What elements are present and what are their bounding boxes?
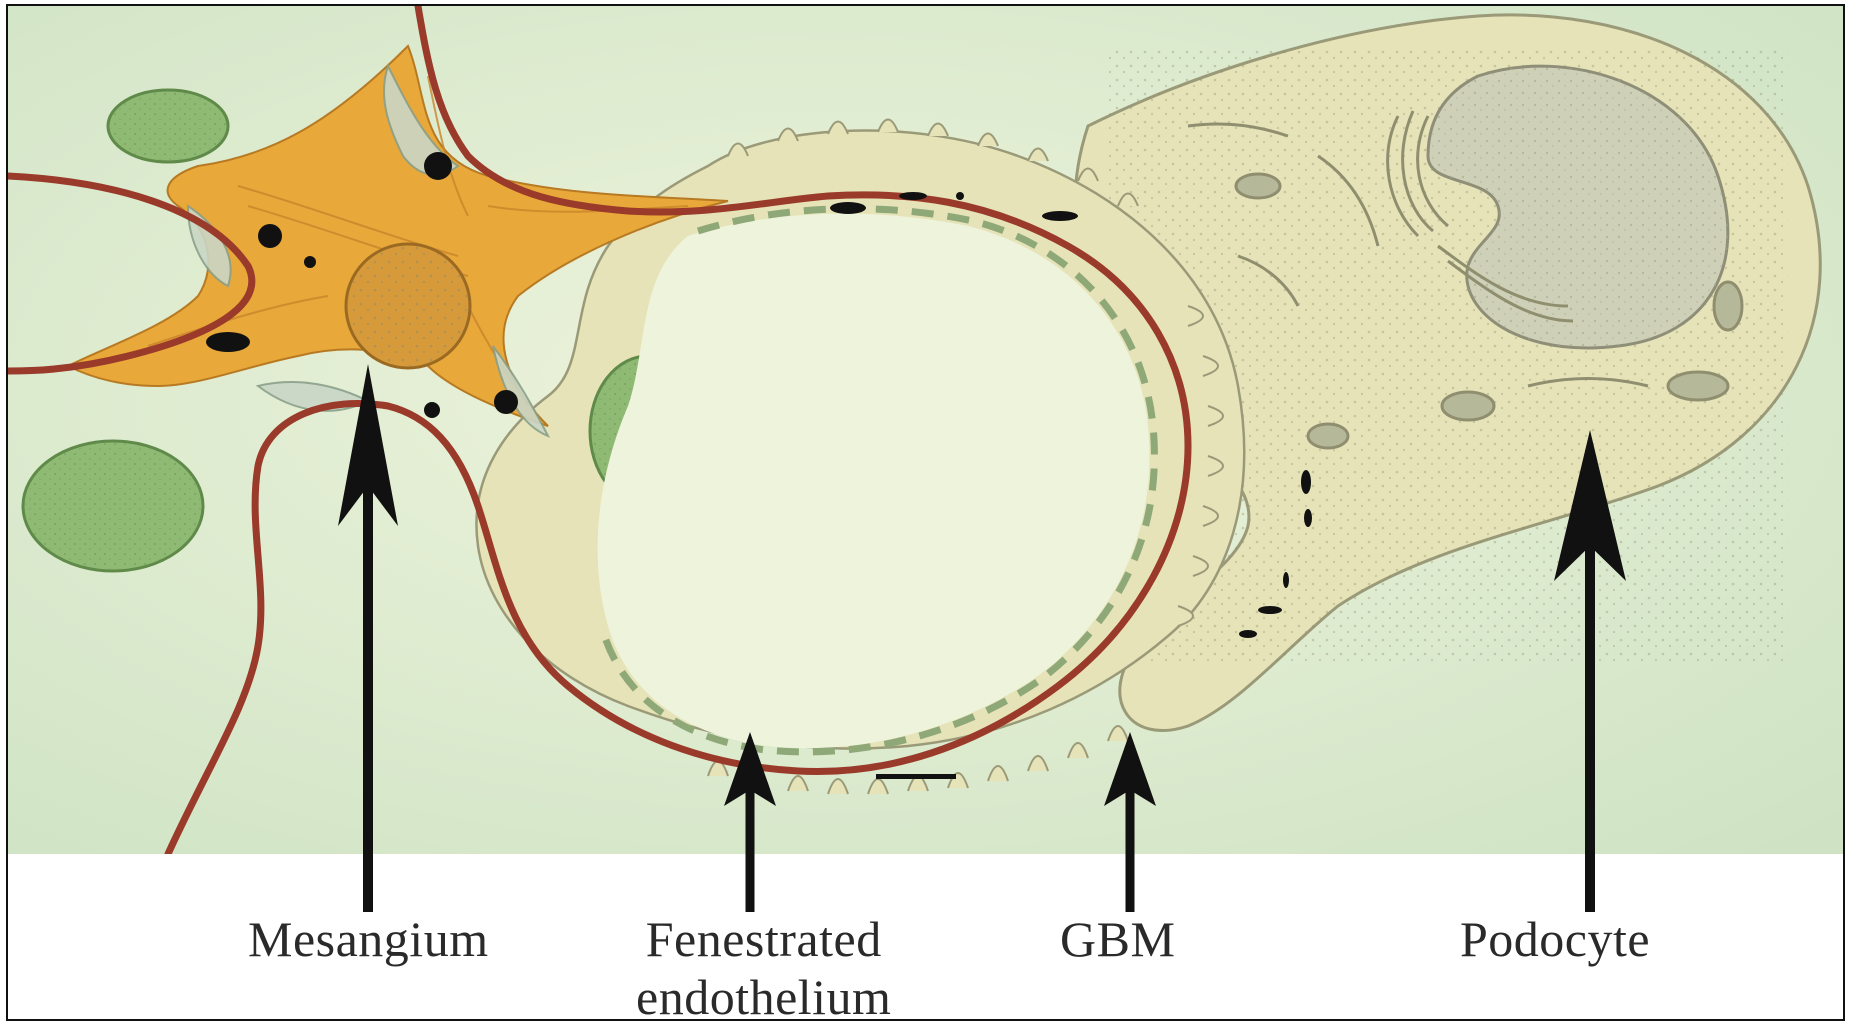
- label-gbm: GBM: [1060, 910, 1175, 968]
- label-podocyte: Podocyte: [1460, 910, 1650, 968]
- label-fenestrated-endothelium: Fenestrated endothelium: [636, 910, 891, 1026]
- label-fenestrated-line1: Fenestrated: [636, 910, 891, 968]
- label-mesangium: Mesangium: [248, 910, 489, 968]
- mesangial-nucleus-texture: [348, 246, 468, 366]
- label-fenestrated-line2: endothelium: [636, 968, 891, 1026]
- arrow-shafts-over-band: [8, 854, 1843, 914]
- glomerular-capillary-illustration: [8, 6, 1843, 854]
